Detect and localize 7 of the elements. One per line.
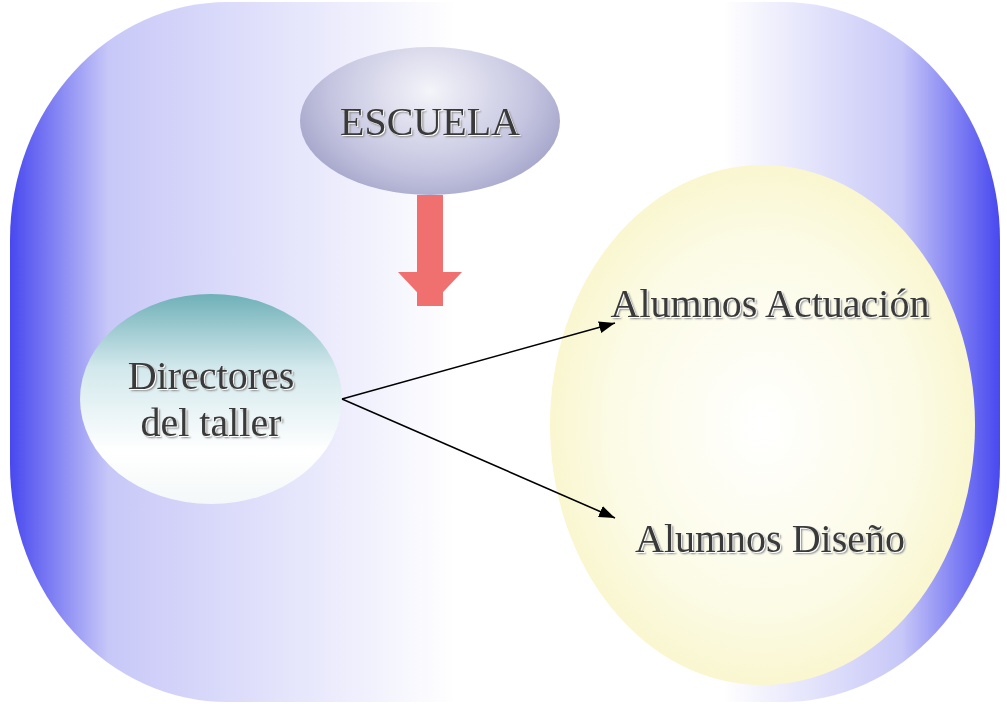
arrow [341,398,616,519]
node-text: Alumnos Diseño [605,508,935,568]
block-arrow [398,195,462,306]
ellipse-node: ESCUELA [300,47,560,195]
node-text: Alumnos Actuación [605,273,935,333]
arrow [341,321,616,400]
ellipse-node: Directores del taller [80,294,342,504]
